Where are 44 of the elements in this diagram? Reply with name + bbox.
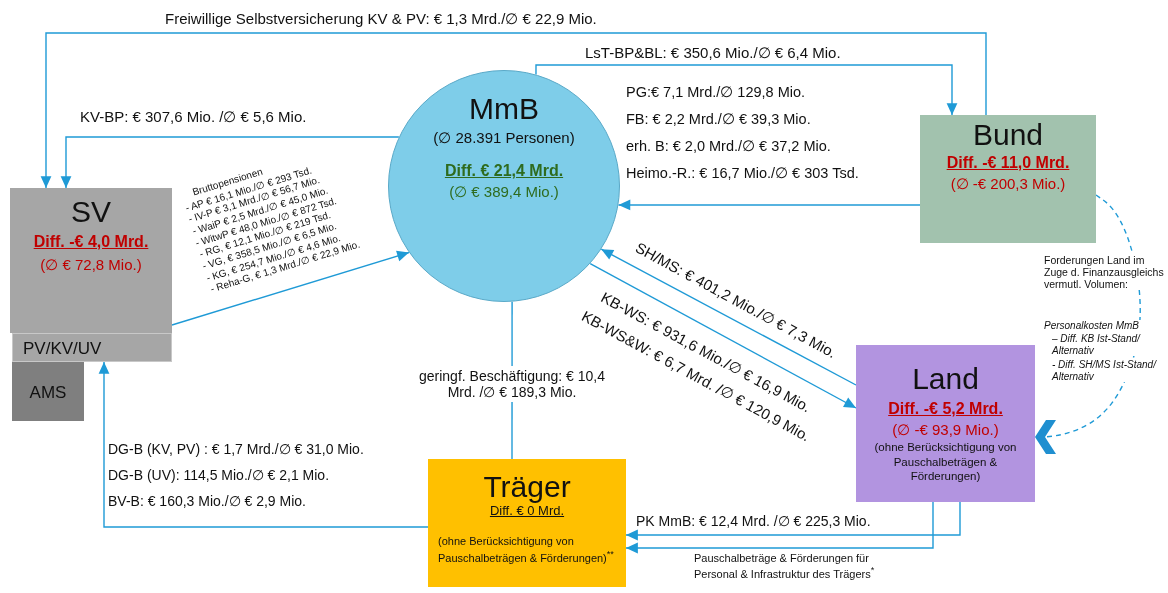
note-text: (ohne Berücksichtigung von Pauschalbeträgen & Förderungen) [873, 440, 1018, 484]
difference-value: Diff. -€ 11,0 Mrd. [946, 152, 1070, 173]
edge-label: KV-BP: € 307,6 Mio. /∅ € 5,6 Mio. [80, 108, 307, 126]
arrow [625, 501, 934, 554]
arrow [625, 501, 961, 541]
process-box [428, 459, 626, 587]
edge-label: Freiwillige Selbstversicherung KV & PV: € 1,3 Mrd./∅ € 22,9 Mio. [165, 10, 597, 28]
arrow [40, 32, 987, 189]
difference-value: Diff. -€ 5,2 Mrd. [888, 398, 1003, 419]
amount-label: BV-B: € 160,3 Mio./∅ € 2,9 Mio. [108, 493, 306, 510]
process-box [12, 362, 84, 421]
node-title: PV/KV/UV [23, 338, 102, 360]
process-box [920, 115, 1096, 243]
edge-label: LsT-BP&BL: € 350,6 Mio./∅ € 6,4 Mio. [585, 44, 841, 62]
average-value: (∅ € 389,4 Mio.) [449, 183, 559, 202]
difference-value: Diff. € 21,4 Mrd. [444, 161, 564, 182]
average-value: (∅ -€ 200,3 Mio.) [950, 174, 1066, 194]
process-box [856, 345, 1035, 502]
node-title: Bund [972, 119, 1044, 151]
average-value: (∅ € 72,8 Mio.) [40, 255, 142, 275]
arrow [98, 361, 429, 528]
process-box [12, 333, 172, 362]
arrow [600, 248, 857, 386]
note-text: (ohne Berücksichtigung von Pauschalbeträgen & Förderungen)$^{**}$ [438, 534, 615, 565]
arrow [589, 262, 857, 409]
arrow [535, 64, 958, 116]
note-text: Forderungen Land im Zuge d. Finanzausgleichs vermutl. Volumen: [1044, 254, 1166, 291]
arrow [60, 136, 400, 189]
arrow [617, 199, 921, 211]
average-value: (∅ -€ 93,9 Mio.) [892, 420, 999, 440]
node-title: Träger [483, 471, 571, 503]
amount-label: DG-B (KV, PV) : € 1,7 Mrd./∅ € 31,0 Mio. [108, 441, 364, 458]
node-title: MmB [469, 93, 539, 125]
amount-label: DG-B (UV): 114,5 Mio./∅ € 2,1 Mio. [108, 467, 330, 484]
edge-label: PK MmB: € 12,4 Mrd. /∅ € 225,3 Mio. [636, 513, 871, 530]
node-title: SV [71, 196, 111, 228]
node-title: AMS [29, 382, 67, 404]
node-title: Land [912, 363, 979, 395]
node-text: (∅ 28.391 Personen) [433, 128, 575, 148]
process-box [10, 188, 172, 333]
edge-label: Pauschalbeträge & Förderungen für Personal & Infrastruktur des Trägers$^{*}$ [694, 552, 876, 580]
difference-value: Diff. € 0 Mrd. [489, 502, 565, 519]
difference-value: Diff. -€ 4,0 Mrd. [33, 231, 149, 252]
arrow [171, 250, 410, 326]
